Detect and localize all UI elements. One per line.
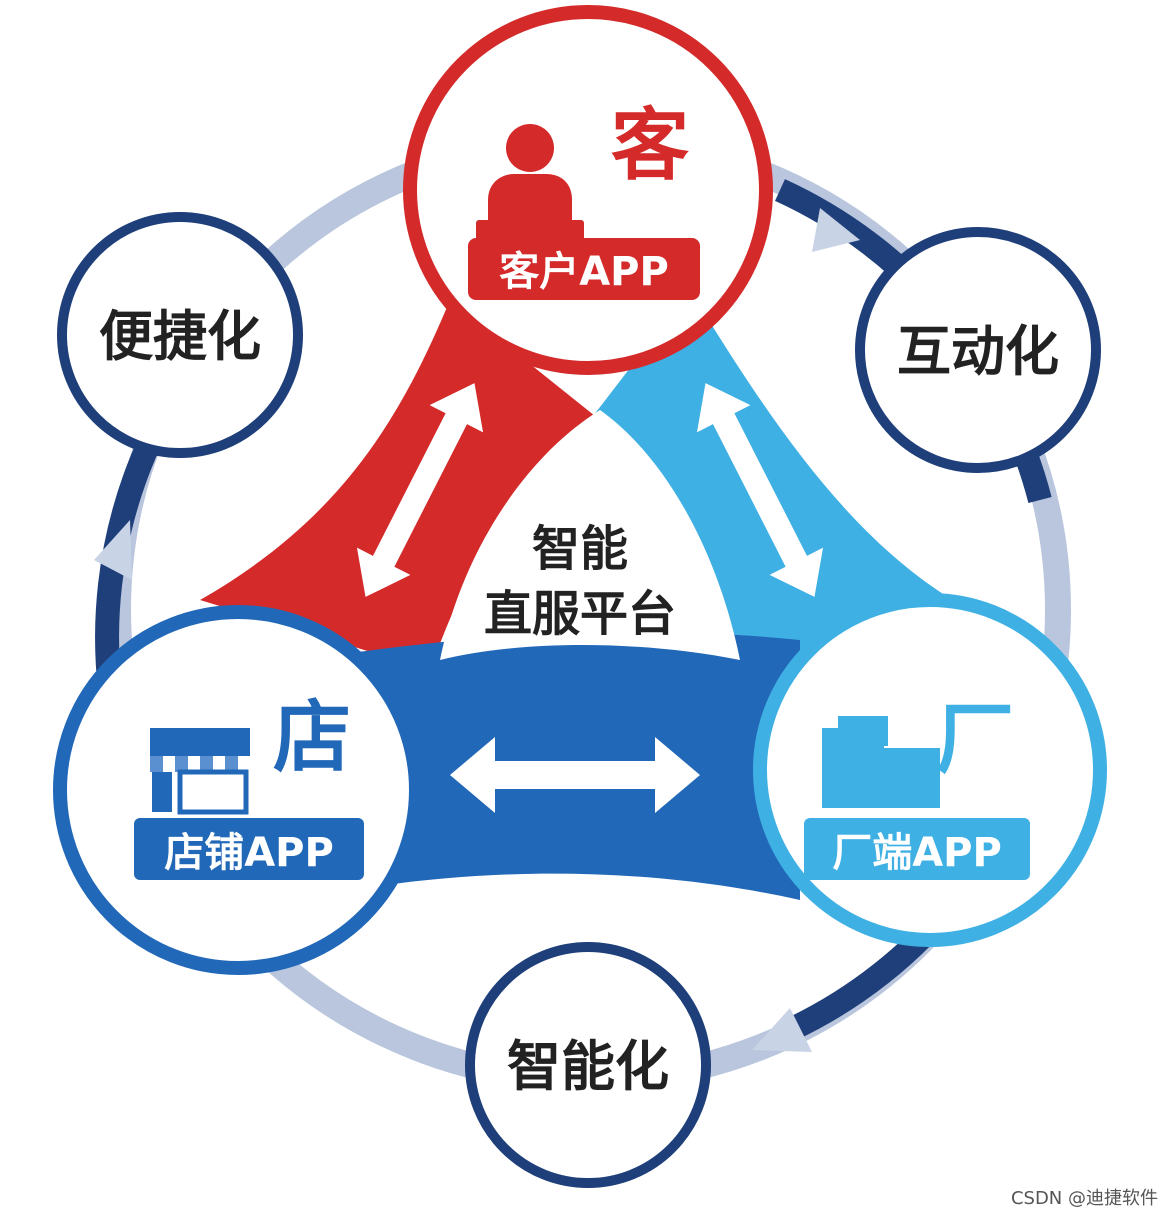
double-arrow-icon <box>450 737 700 813</box>
feature-interaction-label: 互动化 <box>897 320 1059 383</box>
center-platform-title: 智能 直服平台 <box>484 521 676 642</box>
ring-arrow-icon <box>752 1008 812 1052</box>
watermark: CSDN @迪捷软件 <box>1010 1188 1158 1209</box>
ring-arrow-icon <box>94 520 132 580</box>
customer-app-label: 客户APP <box>499 249 669 295</box>
store-app-badge <box>134 818 364 880</box>
double-arrows <box>356 383 824 813</box>
store-app-label: 店铺APP <box>164 830 334 876</box>
customer-big-char: 客 <box>611 101 689 191</box>
person-at-desk-icon <box>476 124 584 242</box>
feature-intelligence-label: 智能化 <box>507 1035 669 1098</box>
center-line-1: 智能 <box>532 521 628 577</box>
customer-node: 客 客户APP <box>403 5 773 375</box>
double-arrow-icon <box>356 383 484 597</box>
feature-interaction: 互动化 <box>855 227 1101 473</box>
store-node: 店 店铺APP <box>53 605 423 975</box>
storefront-icon <box>150 728 250 815</box>
feature-convenience-label: 便捷化 <box>99 305 261 368</box>
center-line-2: 直服平台 <box>484 586 676 642</box>
factory-node: 厂 厂端APP <box>753 593 1107 947</box>
feature-convenience: 便捷化 <box>57 212 303 458</box>
factory-buildings-icon <box>822 716 940 808</box>
factory-big-char: 厂 <box>936 695 1014 785</box>
feature-intelligence: 智能化 <box>465 942 711 1188</box>
factory-app-label: 厂端APP <box>832 830 1002 876</box>
store-big-char: 店 <box>273 693 351 783</box>
customer-app-badge <box>468 238 700 300</box>
double-arrow-icon <box>696 383 824 597</box>
ring-arrow-icon <box>812 208 860 252</box>
factory-app-badge <box>804 818 1030 880</box>
